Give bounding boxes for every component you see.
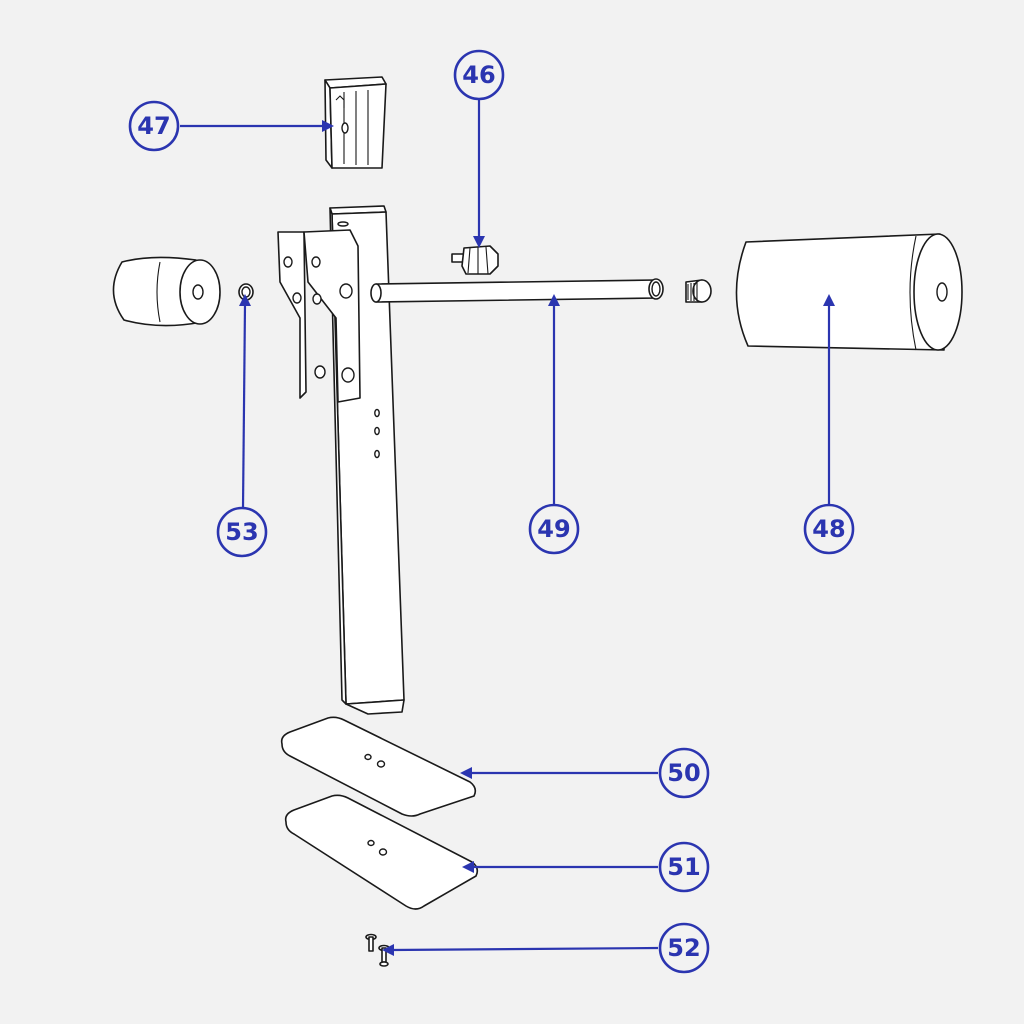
- callout-51: 51: [658, 841, 710, 893]
- left-foam-roller: [112, 256, 221, 327]
- callout-50: 50: [658, 747, 710, 799]
- callout-47: 47: [128, 100, 180, 152]
- callout-52: 52: [658, 922, 710, 974]
- callout-49: 49: [528, 503, 580, 555]
- part-48-foam-roller: [735, 233, 963, 351]
- part-53-bushing: [238, 283, 254, 301]
- leader-lines: [180, 100, 835, 956]
- callout-label-47: 47: [137, 112, 170, 140]
- part-50-foot-plate: [280, 716, 477, 817]
- callout-label-52: 52: [667, 934, 700, 962]
- callout-label-48: 48: [812, 515, 845, 543]
- callout-48: 48: [803, 503, 855, 555]
- callout-label-50: 50: [667, 759, 700, 787]
- callout-label-49: 49: [537, 515, 570, 543]
- threaded-insert: [685, 279, 712, 303]
- callout-label-46: 46: [462, 61, 495, 89]
- part-46-knob-pin: [451, 245, 499, 275]
- callout-label-51: 51: [667, 853, 700, 881]
- part-51-foot-plate: [284, 794, 479, 910]
- main-upright-frame: [277, 205, 405, 715]
- callout-label-53: 53: [225, 518, 258, 546]
- callout-53: 53: [216, 506, 268, 558]
- part-49-horizontal-tube: [370, 278, 664, 303]
- callout-46: 46: [453, 49, 505, 101]
- part-47-end-cap: [324, 76, 387, 169]
